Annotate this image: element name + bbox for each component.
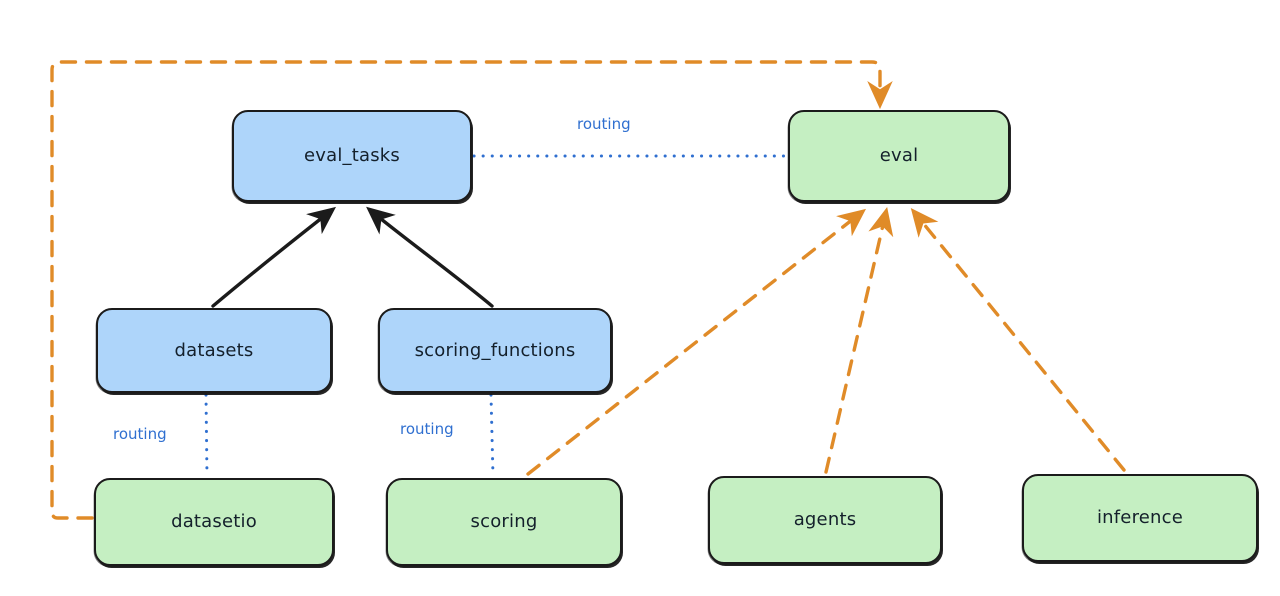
node-agents-label: agents: [793, 509, 857, 531]
node-eval-label: eval: [879, 145, 919, 167]
node-eval-tasks[interactable]: eval_tasks: [232, 110, 472, 202]
edge-inference-to-eval: [910, 208, 1126, 472]
edge-label-routing-datasets: routing: [113, 425, 167, 443]
edge-label-routing-eval-tasks: routing: [577, 115, 631, 133]
node-inference-label: inference: [1096, 507, 1184, 529]
node-datasetio[interactable]: datasetio: [94, 478, 334, 566]
edge-datasets-to-datasetio: [204, 393, 209, 478]
node-inference[interactable]: inference: [1022, 474, 1258, 562]
node-scoring-label: scoring: [470, 511, 538, 533]
node-agents[interactable]: agents: [708, 476, 942, 564]
node-scoring-functions-label: scoring_functions: [414, 339, 576, 361]
node-eval-tasks-label: eval_tasks: [303, 145, 401, 167]
edge-scoring-to-eval: [526, 208, 867, 476]
node-datasets-label: datasets: [174, 339, 254, 361]
edge-label-routing-scoring-functions: routing: [400, 420, 454, 438]
edge-datasets-to-eval-tasks: [211, 206, 337, 308]
edge-agents-to-eval: [824, 207, 894, 474]
node-datasets[interactable]: datasets: [96, 308, 332, 393]
node-scoring[interactable]: scoring: [386, 478, 622, 566]
node-eval[interactable]: eval: [788, 110, 1010, 202]
edge-scoring-functions-to-scoring: [489, 393, 495, 478]
edge-scoring-functions-to-eval-tasks: [366, 206, 494, 308]
node-datasetio-label: datasetio: [171, 511, 257, 533]
node-scoring-functions[interactable]: scoring_functions: [378, 308, 612, 393]
edge-datasetio-to-eval: [50, 60, 893, 520]
